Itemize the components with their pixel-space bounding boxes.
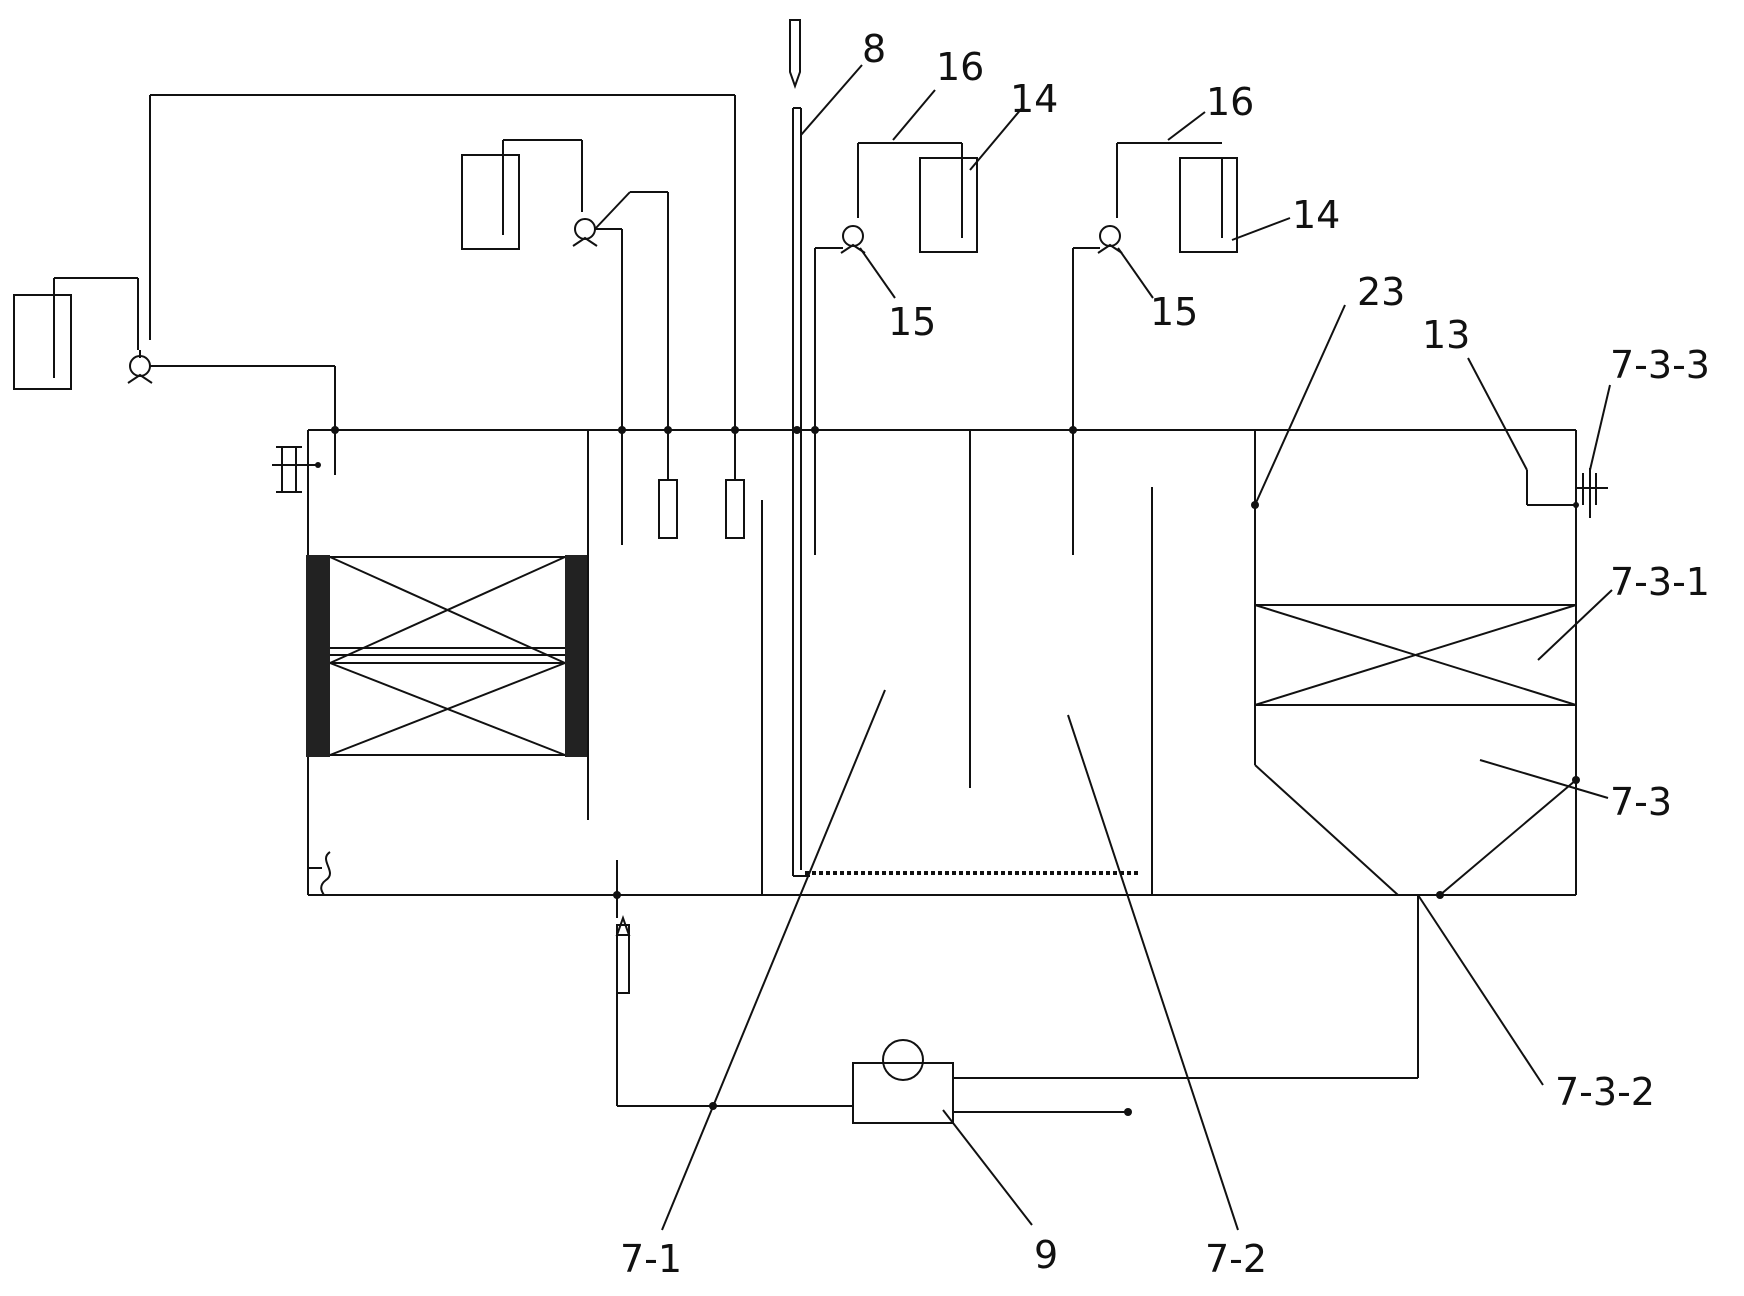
left-wall-valve: [272, 446, 321, 493]
label-7-3-1: 7-3-1: [1610, 560, 1710, 604]
label-13: 13: [1422, 313, 1470, 357]
label-7-2: 7-2: [1205, 1237, 1267, 1281]
label-7-3: 7-3: [1610, 780, 1672, 824]
membrane-frame-left-hatch: [306, 555, 330, 757]
settling-tank-7-3: [1251, 430, 1580, 899]
dosing-tank-2: [461, 139, 678, 539]
outlet-valve-7-3-3: [1526, 468, 1608, 518]
label-15b: 15: [1150, 290, 1198, 334]
blower-9: [613, 891, 1419, 1124]
dosing-tank-14b: [1069, 142, 1238, 555]
label-15a: 15: [888, 300, 936, 344]
drain-valve-left: [308, 851, 331, 896]
pump-icon-15b: [1099, 225, 1121, 247]
label-8: 8: [862, 27, 886, 71]
pump-icon-15a: [842, 225, 864, 247]
label-9: 9: [1034, 1233, 1058, 1277]
label-23: 23: [1357, 270, 1405, 314]
membrane-frame-right-hatch: [565, 555, 589, 757]
membrane-module-left: [306, 555, 589, 757]
aeration-pipe-8: [789, 19, 1140, 877]
dosing-tank-1: [13, 94, 745, 539]
pump-icon: [574, 218, 596, 240]
label-7-1: 7-1: [620, 1237, 682, 1281]
dosing-tank-14a: [814, 142, 978, 555]
pump-icon: [129, 355, 151, 377]
label-14a: 14: [1010, 77, 1058, 121]
label-7-3-3: 7-3-3: [1610, 343, 1710, 387]
label-16b: 16: [1206, 80, 1254, 124]
leader-lines: [661, 64, 1613, 1231]
label-14b: 14: [1292, 193, 1340, 237]
label-16a: 16: [936, 45, 984, 89]
label-7-3-2: 7-3-2: [1555, 1070, 1655, 1114]
